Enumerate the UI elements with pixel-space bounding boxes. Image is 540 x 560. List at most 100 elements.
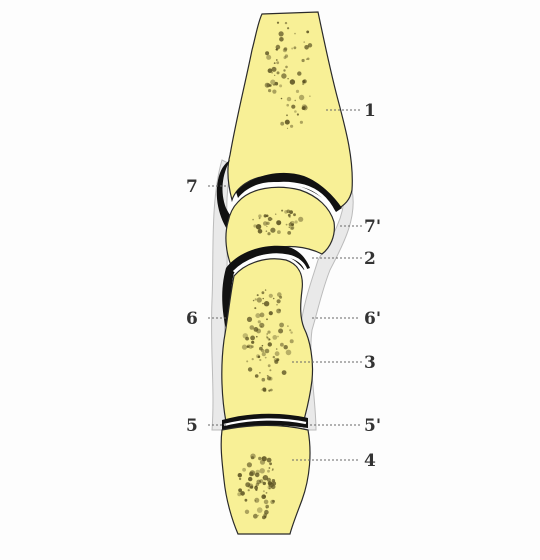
- marrow-speck: [294, 33, 296, 35]
- marrow-speck: [246, 360, 248, 362]
- marrow-speck: [261, 326, 262, 327]
- marrow-speck: [299, 95, 304, 100]
- marrow-speck: [258, 320, 261, 323]
- marrow-speck: [283, 48, 287, 52]
- marrow-speck: [276, 309, 281, 314]
- marrow-speck: [250, 325, 255, 330]
- marrow-speck: [256, 336, 258, 338]
- marrow-speck: [257, 507, 263, 513]
- marrow-speck: [279, 323, 284, 328]
- marrow-speck: [262, 457, 263, 458]
- marrow-speck: [251, 456, 254, 459]
- marrow-speck: [266, 333, 268, 335]
- marrow-speck: [263, 221, 268, 226]
- marrow-speck: [284, 345, 288, 349]
- marrow-speck: [239, 478, 241, 480]
- marrow-speck: [269, 462, 272, 465]
- marrow-speck: [263, 477, 265, 479]
- marrow-speck: [274, 358, 278, 362]
- marrow-speck: [290, 331, 292, 333]
- label-2: 2: [364, 249, 376, 269]
- marrow-speck: [287, 97, 291, 101]
- marrow-speck: [268, 482, 270, 484]
- marrow-speck: [266, 492, 268, 494]
- marrow-speck: [277, 336, 279, 338]
- marrow-speck: [262, 345, 264, 347]
- label-4: 4: [364, 451, 376, 471]
- marrow-speck: [259, 359, 261, 361]
- marrow-speck: [278, 329, 283, 334]
- marrow-speck: [279, 296, 282, 299]
- marrow-speck: [277, 71, 280, 74]
- marrow-speck: [298, 217, 303, 222]
- marrow-speck: [243, 333, 248, 338]
- marrow-speck: [252, 219, 254, 221]
- marrow-speck: [287, 27, 289, 29]
- marrow-speck: [307, 58, 310, 61]
- marrow-speck: [265, 51, 269, 55]
- marrow-speck: [293, 213, 296, 216]
- marrow-speck: [295, 100, 296, 101]
- marrow-speck: [267, 376, 271, 380]
- label-5: 5: [186, 416, 198, 436]
- marrow-speck: [265, 289, 266, 290]
- marrow-speck: [279, 31, 284, 36]
- marrow-speck: [266, 337, 268, 339]
- marrow-speck: [269, 294, 273, 298]
- marrow-speck: [257, 294, 259, 296]
- marrow-speck: [268, 217, 272, 221]
- marrow-speck: [266, 318, 268, 320]
- marrow-speck: [257, 297, 262, 302]
- marrow-speck: [272, 482, 276, 486]
- marrow-speck: [261, 389, 262, 390]
- marrow-speck: [288, 214, 291, 217]
- marrow-speck: [265, 83, 270, 88]
- marrow-speck: [266, 507, 268, 509]
- marrow-speck: [258, 229, 263, 234]
- label-6-prime: 6': [364, 309, 381, 329]
- marrow-speck: [269, 369, 271, 371]
- marrow-speck: [265, 357, 267, 359]
- marrow-speck: [256, 329, 261, 334]
- marrow-speck: [275, 214, 276, 215]
- marrow-speck: [238, 473, 242, 477]
- marrow-speck: [272, 469, 274, 471]
- marrow-speck: [287, 128, 288, 129]
- marrow-speck: [297, 71, 301, 75]
- marrow-speck: [277, 299, 281, 303]
- marrow-speck: [285, 22, 287, 24]
- marrow-speck: [247, 462, 252, 467]
- marrow-speck: [271, 483, 272, 484]
- marrow-speck: [306, 31, 309, 34]
- marrow-speck: [291, 105, 295, 109]
- marrow-speck: [302, 83, 304, 85]
- marrow-speck: [260, 460, 265, 465]
- marrow-speck: [296, 90, 299, 93]
- marrow-speck: [256, 480, 261, 485]
- marrow-speck: [263, 298, 264, 299]
- marrow-speck: [309, 95, 311, 97]
- marrow-speck: [284, 56, 287, 59]
- marrow-speck: [247, 317, 252, 322]
- marrow-speck: [240, 491, 245, 496]
- marrow-speck: [266, 55, 271, 60]
- marrow-speck: [256, 225, 261, 230]
- marrow-speck: [287, 78, 288, 79]
- marrow-speck: [263, 389, 266, 392]
- marrow-speck: [290, 225, 295, 230]
- marrow-speck: [276, 220, 281, 225]
- marrow-speck: [270, 228, 275, 233]
- marrow-speck: [272, 90, 276, 94]
- marrow-speck: [270, 80, 275, 85]
- marrow-speck: [259, 347, 263, 351]
- marrow-speck: [302, 106, 306, 110]
- marrow-speck: [289, 329, 291, 331]
- marrow-speck: [247, 345, 250, 348]
- marrow-speck: [260, 313, 265, 318]
- marrow-speck: [248, 489, 250, 491]
- marrow-speck: [285, 120, 290, 125]
- label-7: 7: [186, 177, 198, 197]
- marrow-speck: [269, 339, 271, 341]
- marrow-speck: [254, 498, 259, 503]
